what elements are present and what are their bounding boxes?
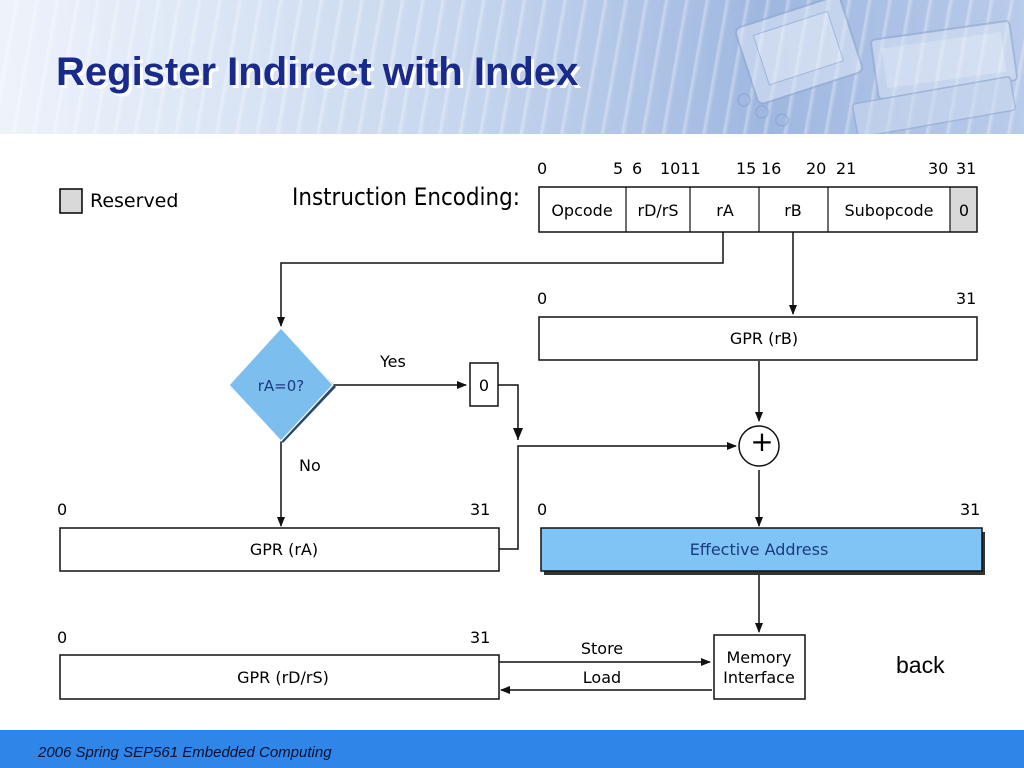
bit-label: 15	[736, 159, 756, 178]
bit-label: 31	[956, 159, 976, 178]
bit-label: 0	[537, 159, 547, 178]
ra-to-decision-line	[277, 232, 724, 327]
decision-no-label: No	[299, 456, 321, 475]
zero-constant-label: 0	[479, 376, 489, 395]
reserved-field-background	[950, 187, 977, 232]
gpr-rdrs-bit-start: 0	[57, 628, 67, 647]
encoding-bit-labels: 0 5 6 1011 15 16 20 21 30 31	[537, 159, 976, 178]
ea-bit-start: 0	[537, 500, 547, 519]
field-subopcode: Subopcode	[845, 201, 934, 220]
back-link[interactable]: back	[896, 652, 945, 678]
bit-label: 6	[632, 159, 642, 178]
gpr-ra-to-junction-line	[499, 442, 737, 550]
gpr-rb-bit-start: 0	[537, 289, 547, 308]
slide-footer: 2006 Spring SEP561 Embedded Computing	[0, 730, 1024, 768]
bit-label: 16	[761, 159, 781, 178]
gpr-ra-label: GPR (rA)	[250, 540, 318, 559]
flow-connectors	[277, 232, 797, 694]
ea-bit-end: 31	[960, 500, 980, 519]
reserved-legend-swatch	[59, 188, 83, 214]
gpr-ra-register	[59, 527, 500, 572]
instruction-encoding-label: Instruction Encoding:	[292, 183, 520, 211]
bit-label: 1011	[660, 159, 701, 178]
adder-circle	[738, 425, 780, 467]
field-rd-rs: rD/rS	[637, 201, 678, 220]
encoding-box	[538, 186, 978, 233]
effective-address-label: Effective Address	[690, 540, 829, 559]
bit-label: 21	[836, 159, 856, 178]
field-rb: rB	[784, 201, 802, 220]
field-reserved-zero: 0	[959, 201, 969, 220]
junction-arrowhead	[513, 428, 523, 440]
slide-header: Register Indirect with Index	[0, 0, 1024, 134]
decision-diamond	[228, 327, 334, 442]
addressing-diagram: Reserved Instruction Encoding: 0 5 6 101…	[57, 159, 985, 700]
gpr-rb-register	[538, 316, 978, 361]
field-ra: rA	[716, 201, 734, 220]
bit-label: 5	[613, 159, 623, 178]
footer-text: 2006 Spring SEP561 Embedded Computing	[38, 744, 332, 761]
zero-constant-box	[469, 362, 499, 407]
decision-label: rA=0?	[258, 377, 305, 395]
gpr-ra-bit-start: 0	[57, 500, 67, 519]
gpr-rb-bit-end: 31	[956, 289, 976, 308]
gpr-rdrs-bit-end: 31	[470, 628, 490, 647]
bit-label: 30	[928, 159, 948, 178]
field-opcode: Opcode	[551, 201, 612, 220]
load-label: Load	[583, 668, 621, 687]
zero-to-junction-line	[498, 384, 519, 440]
gpr-ra-bit-end: 31	[470, 500, 490, 519]
plus-icon: +	[750, 425, 773, 458]
decision-yes-label: Yes	[379, 352, 406, 371]
gpr-rdrs-register	[59, 654, 500, 700]
instruction-encoding-fields: Opcode rD/rS rA rB Subopcode 0	[538, 186, 978, 233]
memory-interface-line1: Memory	[726, 648, 791, 667]
reserved-legend-label: Reserved	[90, 190, 178, 212]
computer-illustration	[734, 0, 1018, 134]
effective-address-register	[540, 527, 983, 572]
store-label: Store	[581, 639, 623, 658]
gpr-rb-label: GPR (rB)	[730, 329, 798, 348]
page-title: Register Indirect with Index	[56, 50, 579, 94]
memory-interface-line2: Interface	[723, 668, 795, 687]
gpr-rdrs-label: GPR (rD/rS)	[237, 668, 329, 687]
memory-interface-box	[713, 634, 806, 700]
bit-label: 20	[806, 159, 826, 178]
